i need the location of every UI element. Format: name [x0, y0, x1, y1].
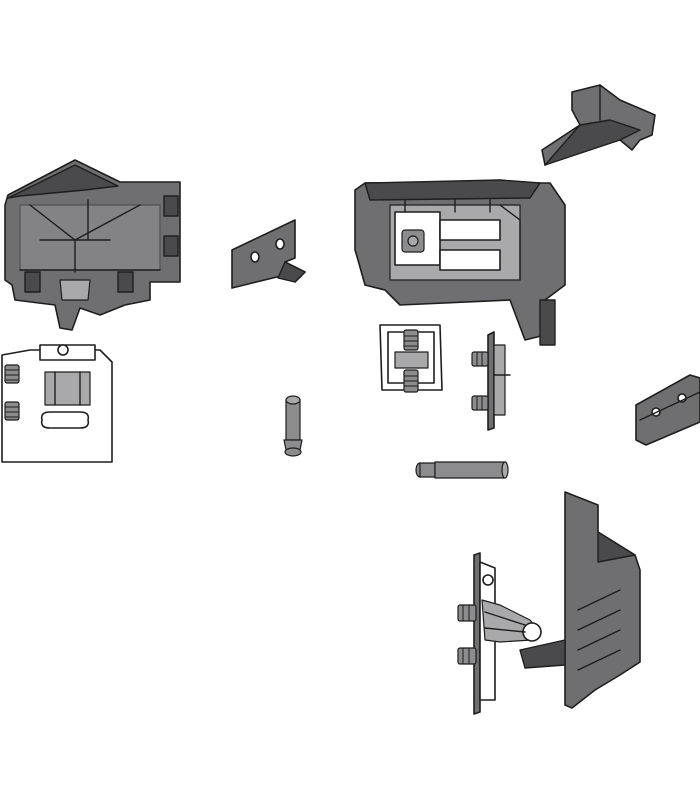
screw-icon: [4, 401, 20, 421]
runner-mechanism: [457, 552, 542, 715]
screw-clamp: [379, 324, 443, 393]
right-end-cap: [354, 179, 566, 346]
screw-icon: [4, 364, 20, 384]
side-bracket-plate: [635, 374, 700, 446]
angled-clip: [541, 84, 656, 166]
screw-icon: [403, 369, 419, 393]
dowel-pin: [415, 461, 509, 479]
left-end-cap: [4, 159, 181, 331]
screw-icon: [471, 351, 489, 367]
mounting-bracket: [231, 219, 306, 289]
screw-icon: [471, 395, 489, 411]
dowel-pin: [283, 395, 303, 457]
hinge-adapter-plate: [471, 331, 511, 431]
screw-icon: [457, 647, 477, 665]
screw-icon: [457, 604, 477, 622]
drawer-side-panel: [519, 491, 641, 709]
screw-icon: [403, 329, 419, 351]
front-fixing-plate: [1, 344, 113, 463]
